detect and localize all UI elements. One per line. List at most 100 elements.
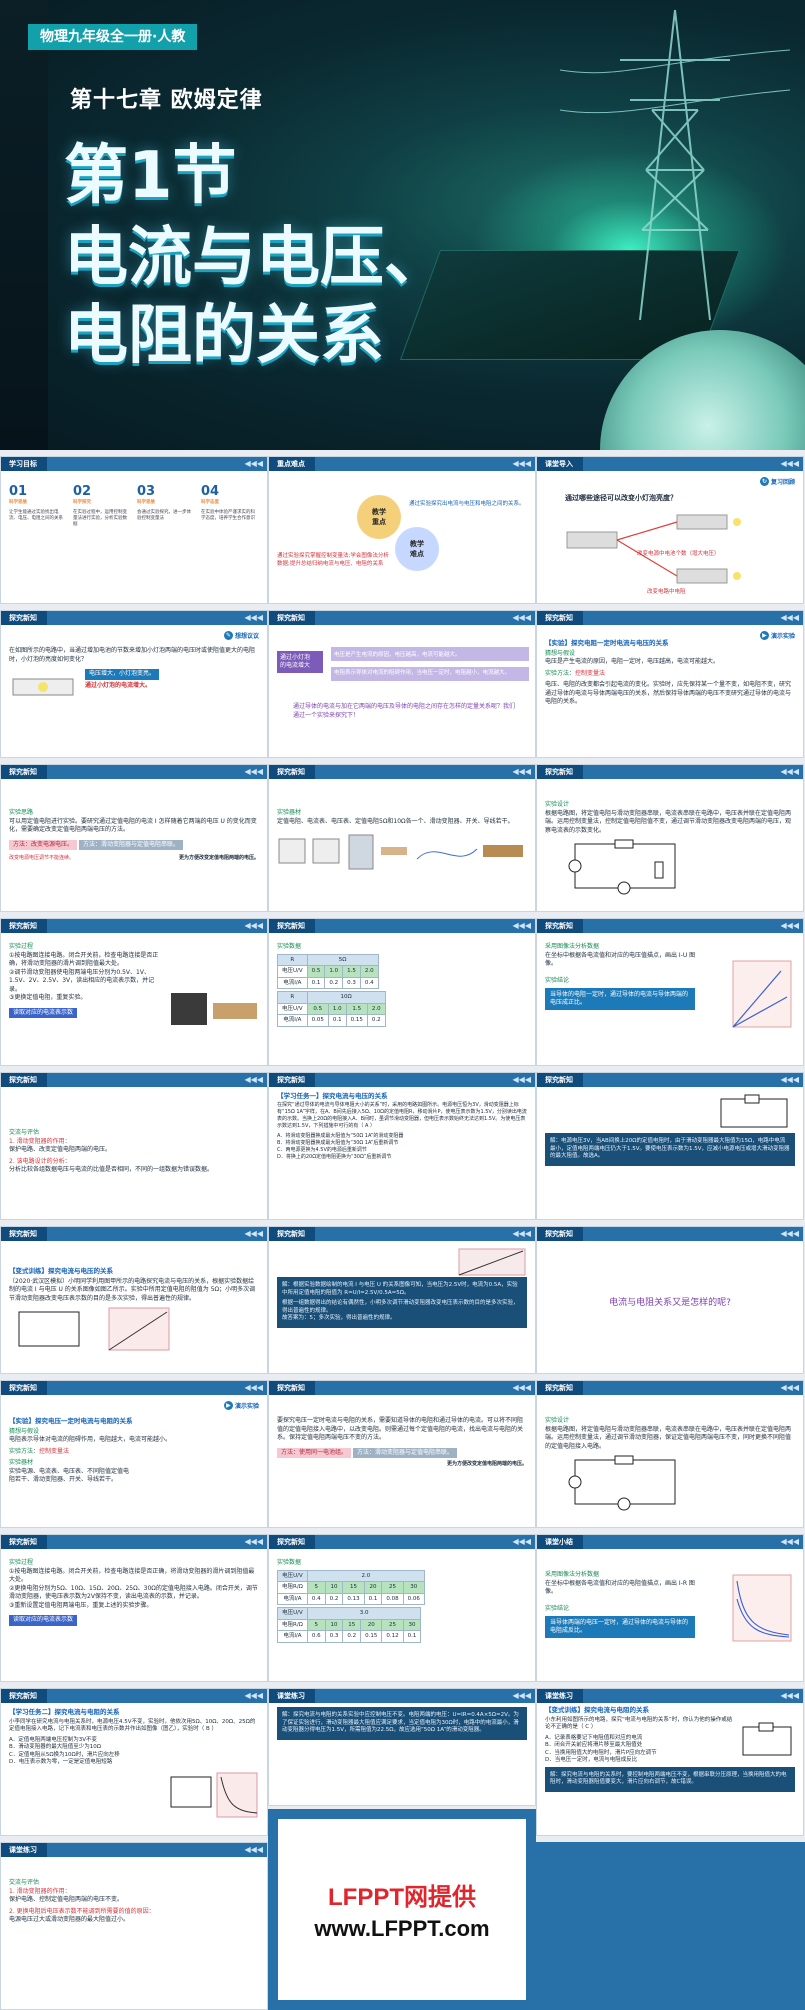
lesson-title-line2: 电阻的关系 [64, 299, 384, 373]
slide-summary[interactable]: 课堂小结◀◀◀ 采用图像法分析数据 在坐标中根据各电流值和对应的电阻值描点，画出… [536, 1534, 804, 1682]
slide-practice-1[interactable]: 课堂练习◀◀◀ 解：探究电流与电阻的关系实验中应控制电压不变。电阻两端的电压：U… [268, 1688, 536, 1806]
table-cell: 0.2 [366, 1014, 386, 1027]
slide-explore-5[interactable]: 探究新知◀◀◀ 实验器材 定值电阻、电流表、电压表、定值电阻5Ω和10Ω各一个、… [268, 764, 536, 912]
option-item[interactable]: B．闭合开关前应将滑片移至最大阻值处 [545, 1742, 643, 1748]
slide-explore-3[interactable]: 探究新知◀◀◀ ▶演示实验 【实验】探究电阻一定时电流与电压的关系 猜想与假设 … [536, 610, 804, 758]
slide-practice-2[interactable]: 课堂练习◀◀◀ 【变式训练】探究电流与电阻的关系 小东利用如图所示的电路，探究“… [536, 1688, 804, 1836]
slide-explore-14[interactable]: 探究新知◀◀◀ 解：根据实验数据绘制的电流 I 与电压 U 的关系图像可知，当电… [268, 1226, 536, 1374]
nav-arrows-icon: ◀◀◀ [244, 767, 263, 776]
slide-header-bar: 探究新知◀◀◀ [269, 611, 535, 625]
process-heading: 实验过程 [9, 943, 34, 950]
slide-explore-6[interactable]: 探究新知◀◀◀ 实验设计 根据电路图，将定值电阻与滑动变阻器串联，电流表串联在电… [536, 764, 804, 912]
design-heading: 实验设计 [545, 801, 570, 808]
review-link[interactable]: ↻复习回顾 [759, 477, 795, 486]
nav-arrows-icon: ◀◀◀ [780, 459, 799, 468]
conclusion-text: 当导体的电阻一定时，通过导体的电流与导体两端的电压成正比。 [545, 988, 695, 1010]
solution-text: 解：电源电压3V，当AB间换上20Ω的定值电阻时，由于滑动变阻器最大阻值为15Ω… [545, 1133, 795, 1166]
nav-arrows-icon: ◀◀◀ [512, 613, 531, 622]
play-icon: ▶ [223, 1401, 233, 1410]
table-cell: 0.4 [359, 976, 379, 989]
slide-header-bar: 课堂练习◀◀◀ [269, 1689, 535, 1703]
slide-explore-1[interactable]: 探究新知◀◀◀ ✎想想议议 在如图所示的电路中，当通过增加电池的节数来增加小灯泡… [0, 610, 268, 758]
slide-header-bar: 探究新知◀◀◀ [1, 1073, 267, 1087]
slide-explore-17[interactable]: 探究新知◀◀◀ 要探究电压一定时电流与电阻的关系，需要知道导体的电阻和通过导体的… [268, 1380, 536, 1528]
nav-arrows-icon: ◀◀◀ [244, 1383, 263, 1392]
demo-link[interactable]: ▶演示实验 [223, 1401, 259, 1410]
option-item[interactable]: D．当电压一定时，电流与电阻成反比 [545, 1757, 638, 1763]
nav-arrows-icon: ◀◀◀ [512, 1691, 531, 1700]
goal-number: 03 [137, 484, 156, 499]
option-item[interactable]: C．定值电阻从5Ω换为10Ω时，滑片应向左移 [9, 1751, 120, 1758]
option-item[interactable]: A．将滑动变阻器换成最大阻值为“50Ω 1A”的滑动变阻器 [277, 1133, 404, 1139]
option-item[interactable]: D．电压表示数为零，一定是定值电阻短路 [9, 1759, 113, 1765]
method-2: 方法：滑动变阻器与定值电阻串联。 [78, 839, 183, 850]
slide-keypoints[interactable]: 重点难点◀◀◀ 教学 重点 教学 难点 通过实验探究出电流与电压和电阻之间的关系… [268, 456, 536, 604]
method-heading: 实验方法： [545, 669, 576, 677]
slide-explore-11[interactable]: 探究新知◀◀◀ 【学习任务一】探究电流与电压的关系 在探究“通过导体的电流与导体… [268, 1072, 536, 1220]
option-item[interactable]: C．两电源更换为4.5V的电源后重新调节 [277, 1147, 367, 1153]
option-item[interactable]: B．将滑动变阻器换成最大阻值为“30Ω 1A”后重新调节 [277, 1140, 399, 1146]
slide-explore-15[interactable]: 探究新知◀◀◀ 电流与电阻关系又是怎样的呢? [536, 1226, 804, 1374]
slide-explore-9[interactable]: 探究新知◀◀◀ 采用图像法分析数据 在坐标中根据各电流值和对应的电压值描点，画出… [536, 918, 804, 1066]
table-cell: 0.1 [402, 1630, 422, 1643]
table-cell: 3.0 [306, 1607, 422, 1620]
option-item[interactable]: D．将换上的20Ω定值电阻更换为“30Ω”后重新调节 [277, 1154, 392, 1160]
slide-explore-18[interactable]: 探究新知◀◀◀ 实验设计 根据电路图，将定值电阻与滑动变阻器串联，电流表串联在电… [536, 1380, 804, 1528]
process-note: 读取对应的电流表示数 [9, 1615, 78, 1626]
table-cell: 0.6 [306, 1630, 326, 1643]
table-cell: 0.15 [360, 1630, 383, 1643]
task-text: 在探究“通过导体的电流与导体电阻大小的关系”时，采用的电路如图所示。电源电压恒为… [277, 1102, 527, 1129]
goal-category: 科学思维 [137, 500, 155, 505]
option-item[interactable]: C．当换用阻值大的电阻时，滑片P应向左调节 [545, 1749, 657, 1756]
slide-explore-10[interactable]: 探究新知◀◀◀ 交流与评估 1. 滑动变阻器的作用： 保护电路、改变定值电阻两端… [0, 1072, 268, 1220]
table-cell: 0.13 [342, 1592, 365, 1605]
nav-arrows-icon: ◀◀◀ [512, 459, 531, 468]
slide-practice-3[interactable]: 课堂练习◀◀◀ 交流与评估 1. 滑动变阻器的作用： 保护电路、控制定值电阻两端… [0, 1842, 268, 2010]
slide-explore-7[interactable]: 探究新知◀◀◀ 实验过程 ①按电路图连接电路。闭合开关前，检查电路连接是否正确，… [0, 918, 268, 1066]
option-item[interactable]: B．滑动变阻器的最大阻值至少为10Ω [9, 1744, 101, 1750]
nav-arrows-icon: ◀◀◀ [780, 921, 799, 930]
table-cell: 0.2 [324, 1592, 344, 1605]
slide-explore-16[interactable]: 探究新知◀◀◀ ▶演示实验 【实验】探究电压一定时电流与电阻的关系 猜想与假设 … [0, 1380, 268, 1528]
data-heading: 实验数据 [277, 943, 302, 950]
slide-explore-4[interactable]: 探究新知◀◀◀ 实验思路 可以用定值电阻进行实验。要研究通过定值电阻的电流 I … [0, 764, 268, 912]
slide-header-bar: 探究新知◀◀◀ [1, 919, 267, 933]
slide-intro[interactable]: 课堂导入◀◀◀ ↻复习回顾 通过哪些途径可以改变小灯泡亮度？ 改变电源中电池个数… [536, 456, 804, 604]
watermark-line-2[interactable]: www.LFPPT.com [314, 1916, 490, 1941]
option-item[interactable]: A．记录表格要记下电阻值和对应的电流 [545, 1734, 643, 1741]
left-pillar [0, 0, 48, 450]
table-cell: 15 [342, 1581, 365, 1594]
circuit-diagram [568, 839, 676, 895]
design-text: 要探究电压一定时电流与电阻的关系，需要知道导体的电阻和通过导体的电流。可以将不同… [277, 1417, 524, 1441]
data-heading: 实验数据 [277, 1559, 302, 1566]
table-cell: 10 [324, 1581, 344, 1594]
demo-link[interactable]: ▶演示实验 [759, 631, 795, 640]
goal-number: 02 [73, 484, 92, 499]
eval-heading: 交流与评估 [9, 1129, 40, 1136]
slide-explore-2[interactable]: 探究新知◀◀◀ 通过小灯泡的电流增大 电压是产生电流的原因，电压越高，电流可能越… [268, 610, 536, 758]
refresh-icon: ↻ [759, 477, 769, 486]
think-link[interactable]: ✎想想议议 [223, 631, 259, 640]
table-cell: 0.05 [306, 1014, 329, 1027]
guess-text: 电阻表示导体对电流的阻碍作用，电阻越大，电流可能越小。 [9, 1436, 172, 1443]
table-cell: 0.12 [381, 1630, 404, 1643]
slide-explore-12[interactable]: 探究新知◀◀◀ 解：电源电压3V，当AB间换上20Ω的定值电阻时，由于滑动变阻器… [536, 1072, 804, 1220]
slide-task-2[interactable]: 探究新知◀◀◀ 【学习任务二】探究电流与电阻的关系 小李同学在研究电流与电阻关系… [0, 1688, 268, 1836]
slide-explore-13[interactable]: 探究新知◀◀◀ 【变式训练】探究电流与电压的关系 （2020·武汉区模拟）小明同… [0, 1226, 268, 1374]
nav-arrows-icon: ◀◀◀ [244, 1075, 263, 1084]
process-text: ①按电路图连接电路。闭合开关前，检查电路连接是否正确，将滑动变阻器的滑片调到阻值… [9, 1567, 258, 1609]
slide-explore-19[interactable]: 探究新知◀◀◀ 实验过程 ①按电路图连接电路。闭合开关前，检查电路连接是否正确，… [0, 1534, 268, 1682]
option-item[interactable]: A．定值电阻两端电压控制为3V不变 [9, 1736, 98, 1743]
table-cell: 1.0 [324, 965, 344, 978]
